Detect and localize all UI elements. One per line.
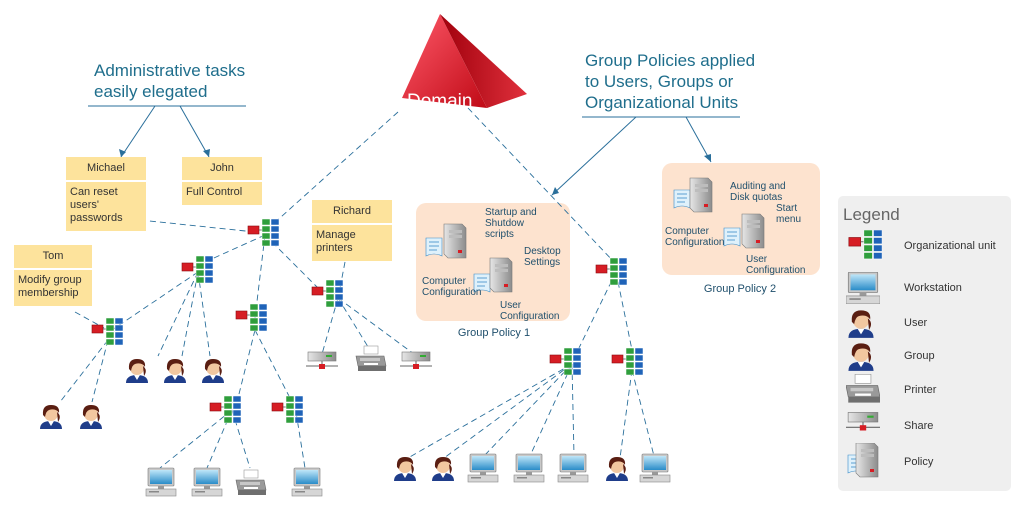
ou-icon xyxy=(311,279,344,308)
note-richard: Richard Manage printers xyxy=(312,200,392,261)
legend-item-share: Share xyxy=(838,410,1011,442)
legend-item-workstation: Workstation xyxy=(838,272,1011,304)
gp1-startup-label: Startup and Shutdow scripts xyxy=(485,207,537,240)
user-icon xyxy=(126,359,148,383)
user-icon xyxy=(848,310,874,338)
server-icon xyxy=(741,213,765,249)
gp1-computer-label: Computer Configuration xyxy=(422,276,482,298)
legend-label: User xyxy=(904,317,928,329)
share-icon xyxy=(846,411,880,432)
ou-icon xyxy=(549,347,582,376)
printer-icon xyxy=(846,374,880,404)
legend-item-group: Group xyxy=(838,340,1011,372)
gp2-computer-label: Computer Configuration xyxy=(665,226,725,248)
gp2-start-menu-label: Start menu xyxy=(776,203,802,225)
workstation-icon xyxy=(513,453,545,483)
server-icon xyxy=(689,177,713,213)
legend-item-printer: Printer xyxy=(838,374,1011,406)
ou-icon xyxy=(209,395,242,424)
workstation-icon xyxy=(639,453,671,483)
user-icon xyxy=(40,405,62,429)
note-michael: Michael Can reset users' passwords xyxy=(66,157,146,231)
ou-icon xyxy=(595,257,628,286)
gp2-auditing-label: Auditing and Disk quotas xyxy=(730,181,786,203)
ou-icon xyxy=(247,218,280,247)
gp1-user-label: User Configuration xyxy=(500,300,560,322)
legend-label: Organizational unit xyxy=(904,240,996,252)
dashed-links xyxy=(59,107,655,469)
ou-icon xyxy=(611,347,644,376)
legend-item-ou: Organizational unit xyxy=(838,230,1011,262)
group-icon xyxy=(848,343,874,371)
note-michael-text: Can reset users' passwords xyxy=(70,186,123,224)
note-richard-name: Richard xyxy=(312,200,392,225)
share-icon xyxy=(399,351,433,370)
note-tom-name: Tom xyxy=(14,245,92,270)
workstation-icon xyxy=(467,453,499,483)
ou-icon xyxy=(91,317,124,346)
legend-label: Group xyxy=(904,350,935,362)
legend-label: Workstation xyxy=(904,282,962,294)
gp-callout: Group Policies applied to Users, Groups … xyxy=(585,51,756,112)
printer-icon xyxy=(235,469,267,496)
ou-icon xyxy=(235,303,268,332)
gp1-title: Group Policy 1 xyxy=(457,327,531,339)
domain-pyramid xyxy=(402,14,527,108)
user-icon xyxy=(202,359,224,383)
workstation-icon xyxy=(846,272,880,304)
server-icon xyxy=(443,223,467,259)
workstation-icon xyxy=(557,453,589,483)
ou-icon xyxy=(848,230,883,260)
callout-lines xyxy=(88,105,740,196)
legend-label: Policy xyxy=(904,456,934,468)
user-icon xyxy=(80,405,102,429)
note-john-name: John xyxy=(182,157,262,182)
legend-label: Printer xyxy=(904,384,937,396)
policy-doc-icon xyxy=(425,237,443,257)
workstation-icon xyxy=(291,467,323,497)
policy-doc-icon xyxy=(723,227,741,247)
workstation-icon xyxy=(145,467,177,497)
domain-label: Domain xyxy=(407,91,472,112)
note-tom-text: Modify group membership xyxy=(18,274,82,299)
note-john-text: Full Control xyxy=(186,186,243,198)
printers-and-shares xyxy=(235,345,433,496)
ou-icon xyxy=(181,255,214,284)
user-icon xyxy=(164,359,186,383)
legend-item-user: User xyxy=(838,307,1011,339)
server-icon xyxy=(489,257,513,293)
legend-label: Share xyxy=(904,420,934,432)
user-icon xyxy=(394,457,416,481)
printer-icon xyxy=(355,345,387,372)
policy-doc-icon xyxy=(673,189,691,209)
share-icon xyxy=(305,351,339,370)
user-icon xyxy=(432,457,454,481)
legend-item-policy: Policy xyxy=(838,443,1011,478)
admin-callout: Administrative tasks easily elegated xyxy=(94,61,246,101)
note-john: John Full Control xyxy=(182,157,262,205)
ou-icon xyxy=(271,395,304,424)
callout-arrowheads xyxy=(119,149,711,195)
gp2-user-label: User Configuration xyxy=(746,254,806,276)
gp1-desktop-label: Desktop Settings xyxy=(524,246,561,268)
workstation-icon xyxy=(191,467,223,497)
gp2-title: Group Policy 2 xyxy=(703,283,777,295)
note-tom: Tom Modify group membership xyxy=(14,245,92,306)
note-richard-text: Manage printers xyxy=(316,229,356,254)
user-icon xyxy=(606,457,628,481)
policy-icon xyxy=(847,443,879,478)
legend-title: Legend xyxy=(843,205,900,224)
legend: Legend Organizational unit Workstation U… xyxy=(838,196,1011,491)
note-michael-name: Michael xyxy=(66,157,146,182)
